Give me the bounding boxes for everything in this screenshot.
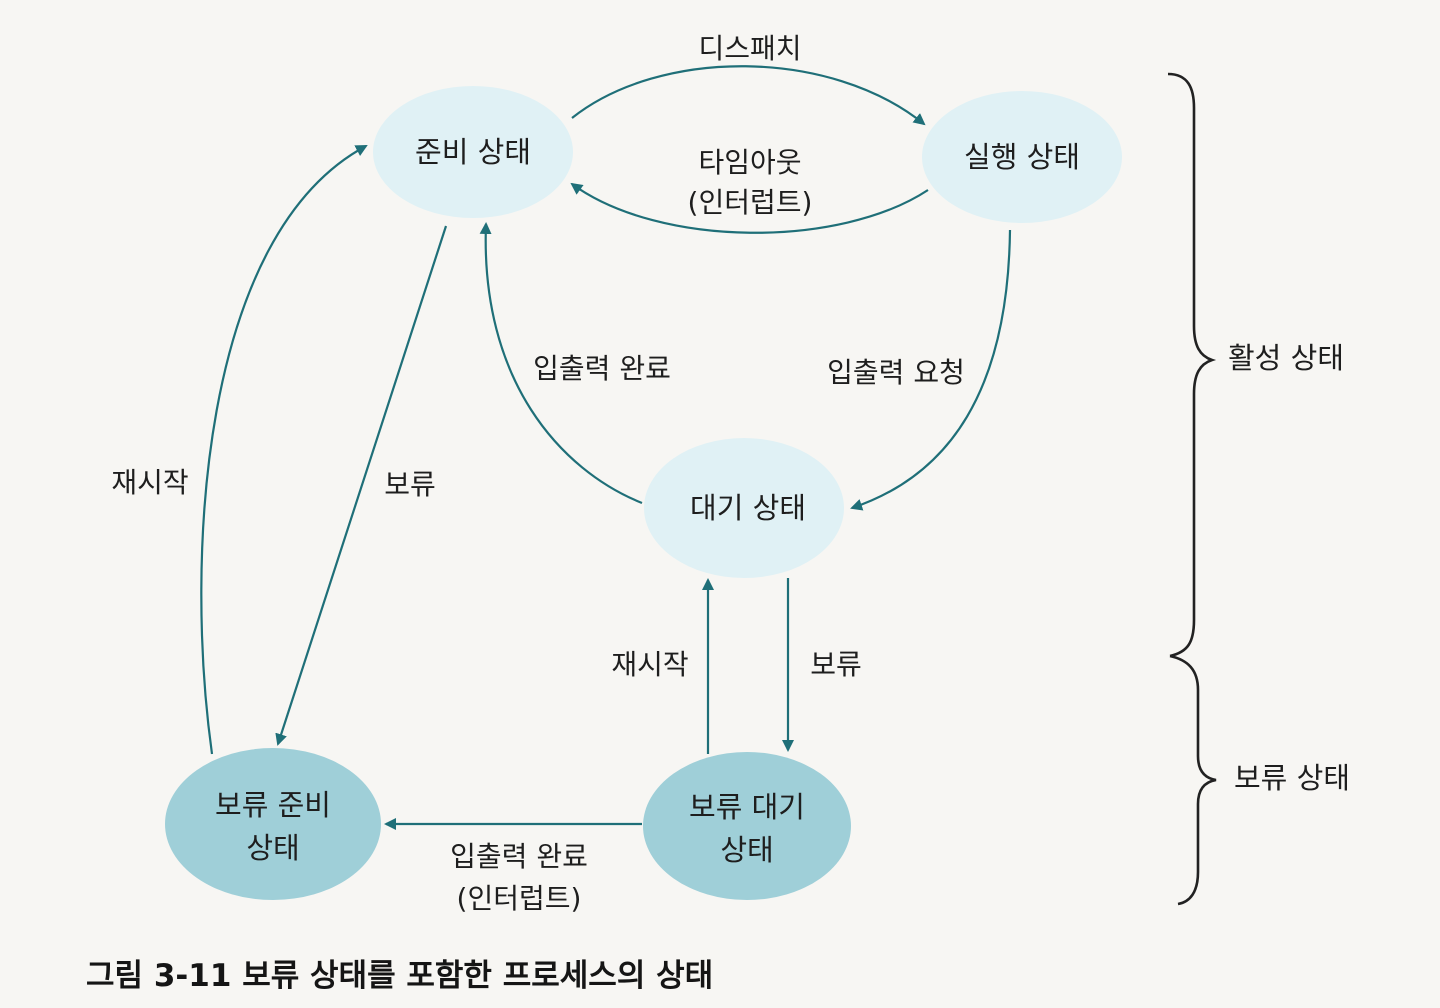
node-suspended-ready: 보류 준비 상태 bbox=[165, 748, 381, 900]
node-suspended-waiting-label-line1: 보류 대기 bbox=[689, 790, 805, 824]
node-ready: 준비 상태 bbox=[373, 86, 573, 218]
active-state-brace bbox=[1167, 72, 1217, 658]
node-running-shape bbox=[922, 91, 1122, 223]
figure-caption: 그림 3-11 보류 상태를 포함한 프로세스의 상태 bbox=[86, 958, 713, 994]
edge-resume-left-label: 재시작 bbox=[111, 466, 188, 499]
edge-timeout-label-line2: (인터럽트) bbox=[688, 186, 813, 219]
suspended-state-label: 보류 상태 bbox=[1234, 761, 1350, 795]
node-waiting-shape bbox=[644, 438, 844, 578]
edge-io-complete-arrow bbox=[479, 222, 643, 505]
edge-timeout-label-line1: 타임아웃 bbox=[698, 146, 801, 179]
node-suspended-ready-shape bbox=[165, 748, 381, 900]
edge-suspend-center-label: 보류 bbox=[810, 648, 862, 681]
node-suspended-ready-label-line2: 상태 bbox=[246, 831, 299, 865]
edge-timeout-arrow bbox=[570, 182, 929, 234]
active-state-label: 활성 상태 bbox=[1228, 341, 1344, 375]
node-suspended-waiting-shape bbox=[643, 752, 851, 900]
edge-resume-center-label: 재시작 bbox=[611, 648, 688, 681]
node-ready-label: 준비 상태 bbox=[415, 135, 531, 169]
node-running-label: 실행 상태 bbox=[964, 140, 1080, 174]
edge-dispatch-arrow bbox=[571, 65, 926, 126]
edge-suspend-left-label: 보류 bbox=[384, 468, 436, 501]
node-suspended-waiting-label-line2: 상태 bbox=[720, 833, 773, 867]
node-ready-shape bbox=[373, 86, 573, 218]
edge-io-complete-label: 입출력 완료 bbox=[533, 352, 671, 385]
suspended-state-brace bbox=[1169, 654, 1217, 906]
edge-io-request-label: 입출력 요청 bbox=[827, 356, 965, 389]
node-suspended-waiting: 보류 대기 상태 bbox=[643, 752, 851, 900]
node-suspended-ready-label-line1: 보류 준비 bbox=[215, 788, 331, 822]
node-waiting-label: 대기 상태 bbox=[690, 491, 806, 525]
node-waiting: 대기 상태 bbox=[644, 438, 844, 578]
edge-io-complete-bottom-label-line1: 입출력 완료 bbox=[450, 840, 588, 873]
edge-resume-left-arrow bbox=[200, 145, 368, 755]
node-running: 실행 상태 bbox=[922, 91, 1122, 223]
edge-io-request-arrow bbox=[850, 229, 1012, 511]
edge-dispatch-label: 디스패치 bbox=[698, 32, 801, 65]
edge-suspend-left-arrow bbox=[275, 225, 448, 746]
edge-io-complete-bottom-label-line2: (인터럽트) bbox=[457, 882, 582, 915]
